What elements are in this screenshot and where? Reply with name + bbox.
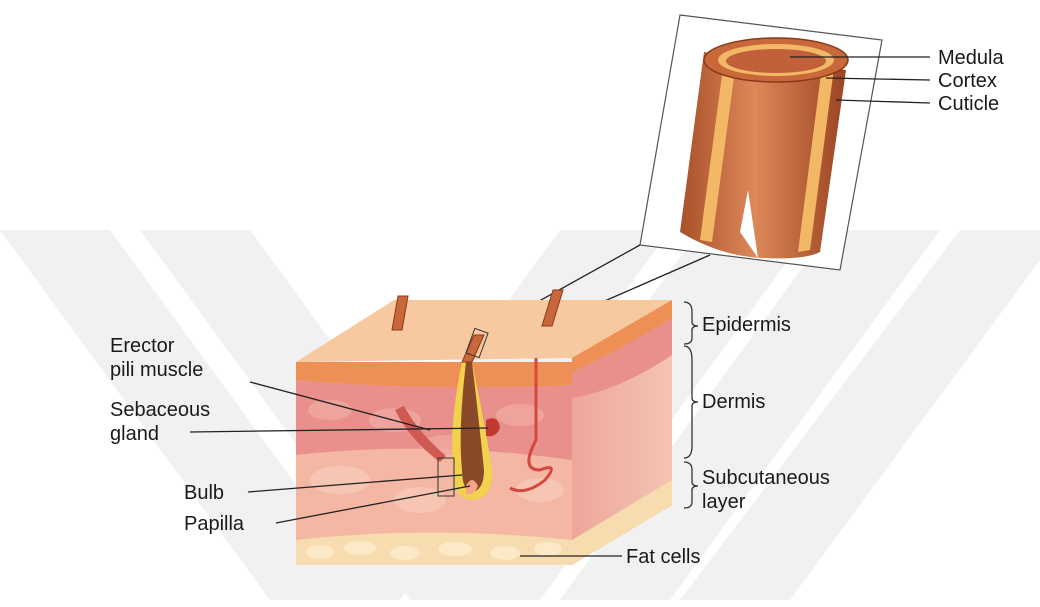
label-pili-muscle: pili muscle xyxy=(110,359,203,381)
medula-top xyxy=(726,49,826,73)
label-sebaceous: Sebaceous xyxy=(110,399,210,421)
label-subcutaneous: Subcutaneous xyxy=(702,467,830,489)
label-papilla: Papilla xyxy=(184,513,245,535)
fat-layer xyxy=(296,533,572,566)
label-epidermis: Epidermis xyxy=(702,314,791,336)
label-erector: Erector xyxy=(110,335,175,357)
label-fat-cells: Fat cells xyxy=(626,546,700,568)
label-cortex: Cortex xyxy=(938,70,997,92)
label-bulb: Bulb xyxy=(184,482,224,504)
label-medula: Medula xyxy=(938,47,1004,69)
label-layer: layer xyxy=(702,491,746,513)
label-dermis: Dermis xyxy=(702,391,765,413)
label-gland: gland xyxy=(110,423,159,445)
label-cuticle: Cuticle xyxy=(938,93,999,115)
